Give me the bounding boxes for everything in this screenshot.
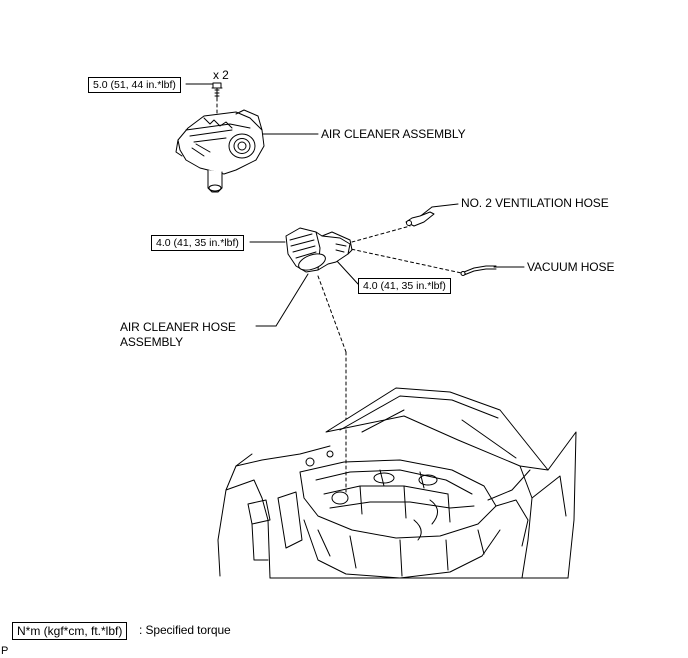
torque-box-hose-clamp-right: 4.0 (41, 35 in.*lbf) (358, 278, 451, 294)
air-cleaner-hose-icon (285, 227, 353, 273)
legend-unit-box: N*m (kgf*cm, ft.*lbf) (12, 622, 128, 640)
leader-lines (185, 83, 525, 327)
ventilation-hose-icon (405, 211, 435, 227)
no2-ventilation-hose-label: NO. 2 VENTILATION HOSE (461, 196, 609, 210)
corner-mark: P (1, 645, 9, 657)
torque-box-hose-clamp-left: 4.0 (41, 35 in.*lbf) (151, 235, 244, 251)
air-cleaner-hose-label-line1: AIR CLEANER HOSE (120, 320, 236, 334)
vacuum-hose-icon (460, 265, 497, 276)
torque-box-bolt: 5.0 (51, 44 in.*lbf) (88, 77, 181, 93)
air-cleaner-assembly-label: AIR CLEANER ASSEMBLY (321, 127, 466, 141)
bolt-icon (211, 82, 223, 99)
legend-description: : Specified torque (139, 623, 231, 637)
bolt-count-label: x 2 (213, 68, 229, 82)
air-cleaner-assembly-icon (175, 109, 265, 193)
air-cleaner-hose-label-line2: ASSEMBLY (120, 335, 184, 349)
vacuum-hose-label: VACUUM HOSE (527, 260, 615, 274)
vehicle-engine-bay-icon (217, 387, 577, 579)
